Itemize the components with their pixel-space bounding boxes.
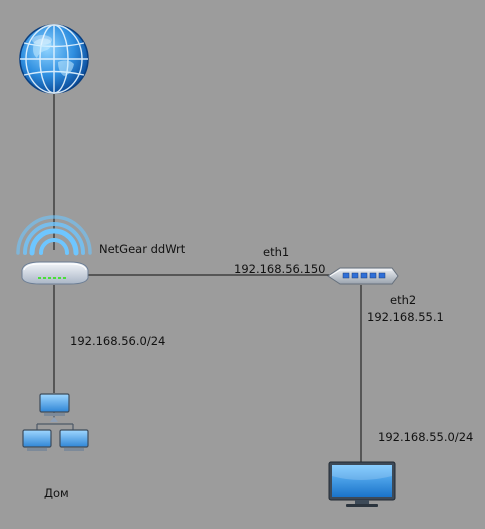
home-subnet-label: 192.168.56.0/24: [70, 334, 166, 348]
lan-computers-icon[interactable]: [22, 393, 89, 451]
globe-icon[interactable]: [19, 24, 89, 94]
eth1-name: eth1: [263, 245, 290, 259]
wifi-router-icon[interactable]: [16, 215, 92, 285]
network-switch-icon[interactable]: [327, 267, 399, 285]
connection-lines: [53, 94, 362, 462]
monitor-subnet-label: 192.168.55.0/24: [378, 430, 474, 444]
home-label: Дом: [44, 486, 69, 500]
monitor-icon[interactable]: [328, 461, 396, 507]
eth2-name: eth2: [390, 293, 417, 307]
eth2-ip: 192.168.55.1: [367, 310, 444, 324]
eth1-ip: 192.168.56.150: [234, 262, 326, 276]
router-label: NetGear ddWrt: [99, 242, 186, 256]
